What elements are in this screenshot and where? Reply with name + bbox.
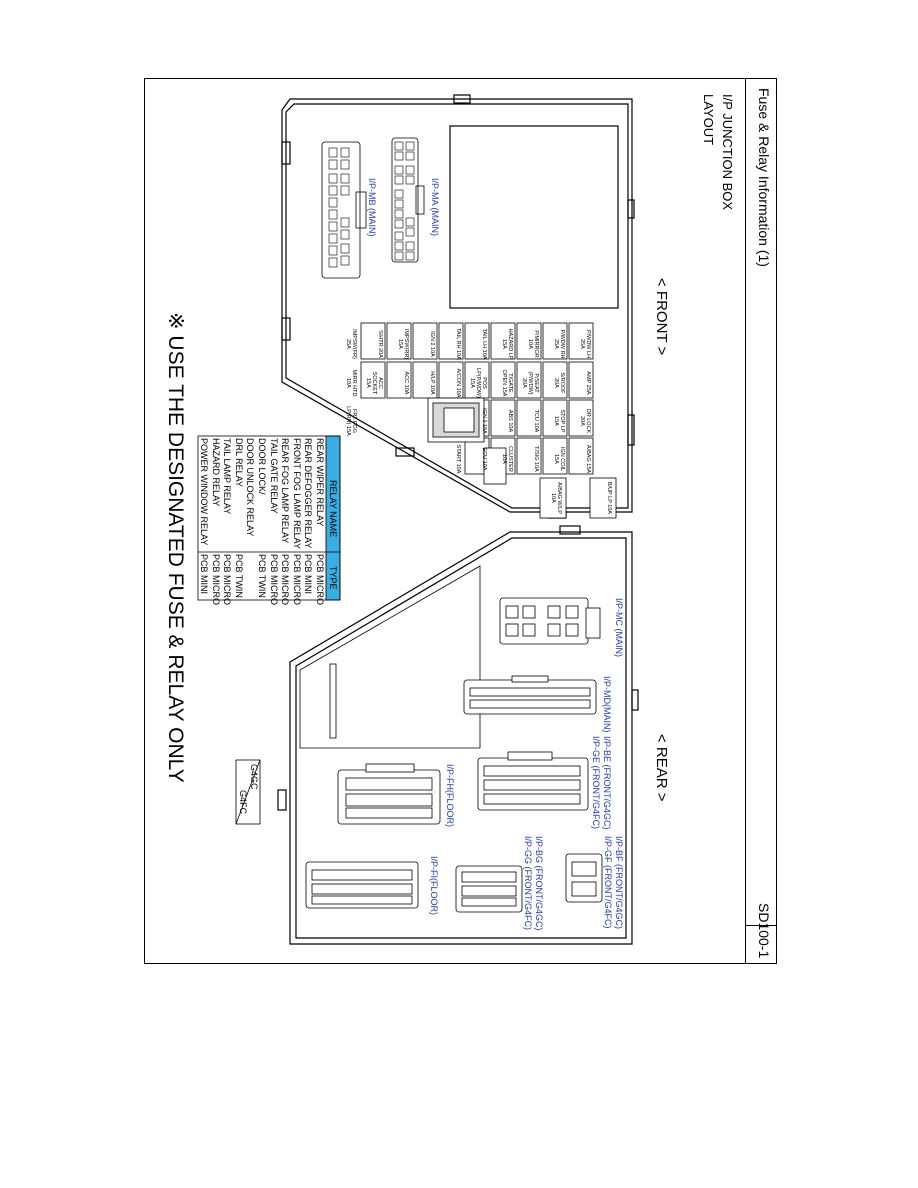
connector-ip-bg (455, 865, 523, 913)
relay-type: PCB MICRO (315, 554, 325, 606)
label-ip-gg: I/P-GG (FRONT/G4FC) (523, 836, 533, 930)
fuse-label: T/GATE OPEN 15A (501, 369, 513, 397)
fuse-label: CLUSTER 10A (501, 446, 513, 472)
relay-type: PCB MINI (303, 554, 314, 595)
fuse-label: IMPSW(RR) 15A (397, 328, 409, 360)
variant-box (235, 759, 261, 825)
relay-name: HAZARD RELAY (210, 438, 221, 507)
relay-name: DRL RELAY (233, 438, 244, 488)
relay-type: PCB MICRO (222, 554, 233, 606)
fuse-label: TAIL RH 10A (455, 328, 461, 360)
relay-name: REAR DEFOGGER RELAY (303, 438, 314, 549)
fuse-label: ACC 10A (403, 371, 409, 395)
cover-window (449, 125, 619, 309)
relay-type: PCB TWIN (233, 554, 244, 598)
fuse-label: IGN COIL 15A (553, 446, 565, 472)
relay-name: POWER WINDOW RELAY (199, 438, 209, 546)
fuse-label: FRT FOG LP(RR) 15A (345, 406, 357, 436)
relay-type: PCB MINI (199, 554, 209, 595)
relay-name: REAR FOG LAMP RELAY (280, 438, 291, 544)
fuse-label: HAZARD LP 15A (501, 328, 513, 360)
fuse-label: T/SIG 10A (533, 446, 539, 472)
relay-name: DOOR LOCK/ (257, 438, 267, 495)
ip-ma-pins (394, 141, 415, 261)
label-ip-md: I/P-MD(MAIN) (602, 676, 612, 733)
fuse-label: IGN 2 10A (429, 331, 435, 357)
relay-type: PCB MICRO (291, 554, 302, 606)
relay-socket (427, 397, 485, 443)
variant-bottom: G4FC (238, 790, 248, 815)
fuse-label: ABS 10A (507, 409, 513, 433)
fuse-label: P/WDW RH 25A (553, 329, 565, 359)
fuse-label: S/ROOF 20A (553, 372, 565, 394)
variant-top: G4GC (249, 764, 259, 790)
rear-slot (329, 663, 337, 739)
connector-ip-mc (499, 597, 601, 645)
label-ip-gf: I/P-GF (FRONT/G4FC) (603, 836, 613, 929)
label-ip-fi: I/P-FI(FLOOR) (429, 856, 439, 915)
fuse-label: TAIL LH 10A (481, 328, 487, 360)
relay-table-header-name: RELAY NAME (328, 480, 338, 538)
relay-table-grid (197, 435, 341, 601)
label-ip-fh: I/P-FH(FLOOR) (445, 764, 455, 827)
rear-cover-outline (299, 565, 481, 749)
connector-ip-md (463, 675, 597, 715)
fuse-label: IMPSW(FR) 25A (345, 329, 357, 359)
relay-type: PCB MICRO (210, 554, 221, 606)
relay-name: TAIL LAMP RELAY (222, 438, 233, 515)
relay-name: FRONT FOG LAMP RELAY (291, 438, 302, 550)
fuse-label: POS LP(P/WDW) 15A (469, 368, 487, 398)
fuse-label: P/WDW LH 25A (579, 329, 591, 359)
connector-ip-bf (565, 853, 603, 903)
rear-box-outline (277, 525, 639, 945)
relay-table-header-type: TYPE (328, 566, 338, 590)
fuse-slots (360, 322, 617, 519)
fuse-label: S/HTR 20A (377, 330, 383, 358)
fuse-label: MIRR HTD 10A (345, 369, 357, 397)
relay-type: PCB MICRO (280, 554, 291, 606)
side-fuse-label: A/BAG W/LP 10A (550, 482, 562, 514)
connector-ip-mb (321, 141, 367, 279)
label-ip-be: I/P-BE (FRONT/G4GC) (602, 736, 612, 830)
label-ip-bf: I/P-BF (FRONT/G4GC) (614, 836, 624, 929)
fuse-label: STOP LP 15A (553, 409, 565, 433)
relay-name: TAIL GATE RELAY (268, 438, 279, 514)
fuse-label: AMP 25A (585, 371, 591, 395)
diagram-frame (144, 78, 777, 964)
fuse-label: DR LOCK 20A (579, 408, 591, 434)
code-divider (745, 925, 776, 926)
connector-ip-fi (305, 861, 419, 909)
side-fuse-label: B/UP LP 10A (606, 481, 612, 515)
label-ip-bg: I/P-BG (FRONT/G4GC) (534, 836, 544, 931)
label-ip-mc: I/P-MC (MAIN) (614, 598, 624, 657)
fuse-label: H/LP 10A (429, 371, 435, 395)
fuse-label: P/SEAT (P/WDW) 20A (521, 371, 539, 395)
label-ip-mb: I/P-MB (MAIN) (367, 178, 377, 237)
label-ip-ma: I/P-MA (MAIN) (430, 178, 440, 236)
connector-ip-fh (337, 763, 441, 825)
relay-name: DOOR UNLOCK RELAY (245, 438, 256, 537)
header-divider (745, 79, 746, 963)
connector-ip-ma (391, 137, 425, 263)
fuse-label: P/MIRROR 10A (527, 330, 539, 358)
relay-type: PCB TWIN (257, 554, 267, 598)
fuse-label: TCU 10A (533, 409, 539, 433)
relay-type: PCB MICRO (268, 554, 279, 606)
relay-name: REAR WIPER RELAY (315, 438, 325, 527)
ip-mb-pins (328, 147, 350, 268)
fuse-label: IGN 1 15A (481, 408, 487, 434)
label-ip-ge: I/P-GE (FRONT/G4FC) (591, 736, 601, 829)
fuse-label: START 10A (455, 444, 461, 474)
fuse-label: A/CON 10A (455, 368, 461, 398)
connector-ip-be (477, 751, 589, 811)
fuse-label: ACC SOCKET 15A (365, 371, 383, 395)
fuse-label: A/BAG 15A (585, 444, 591, 474)
fuse-label: ECU 10A (481, 447, 487, 471)
